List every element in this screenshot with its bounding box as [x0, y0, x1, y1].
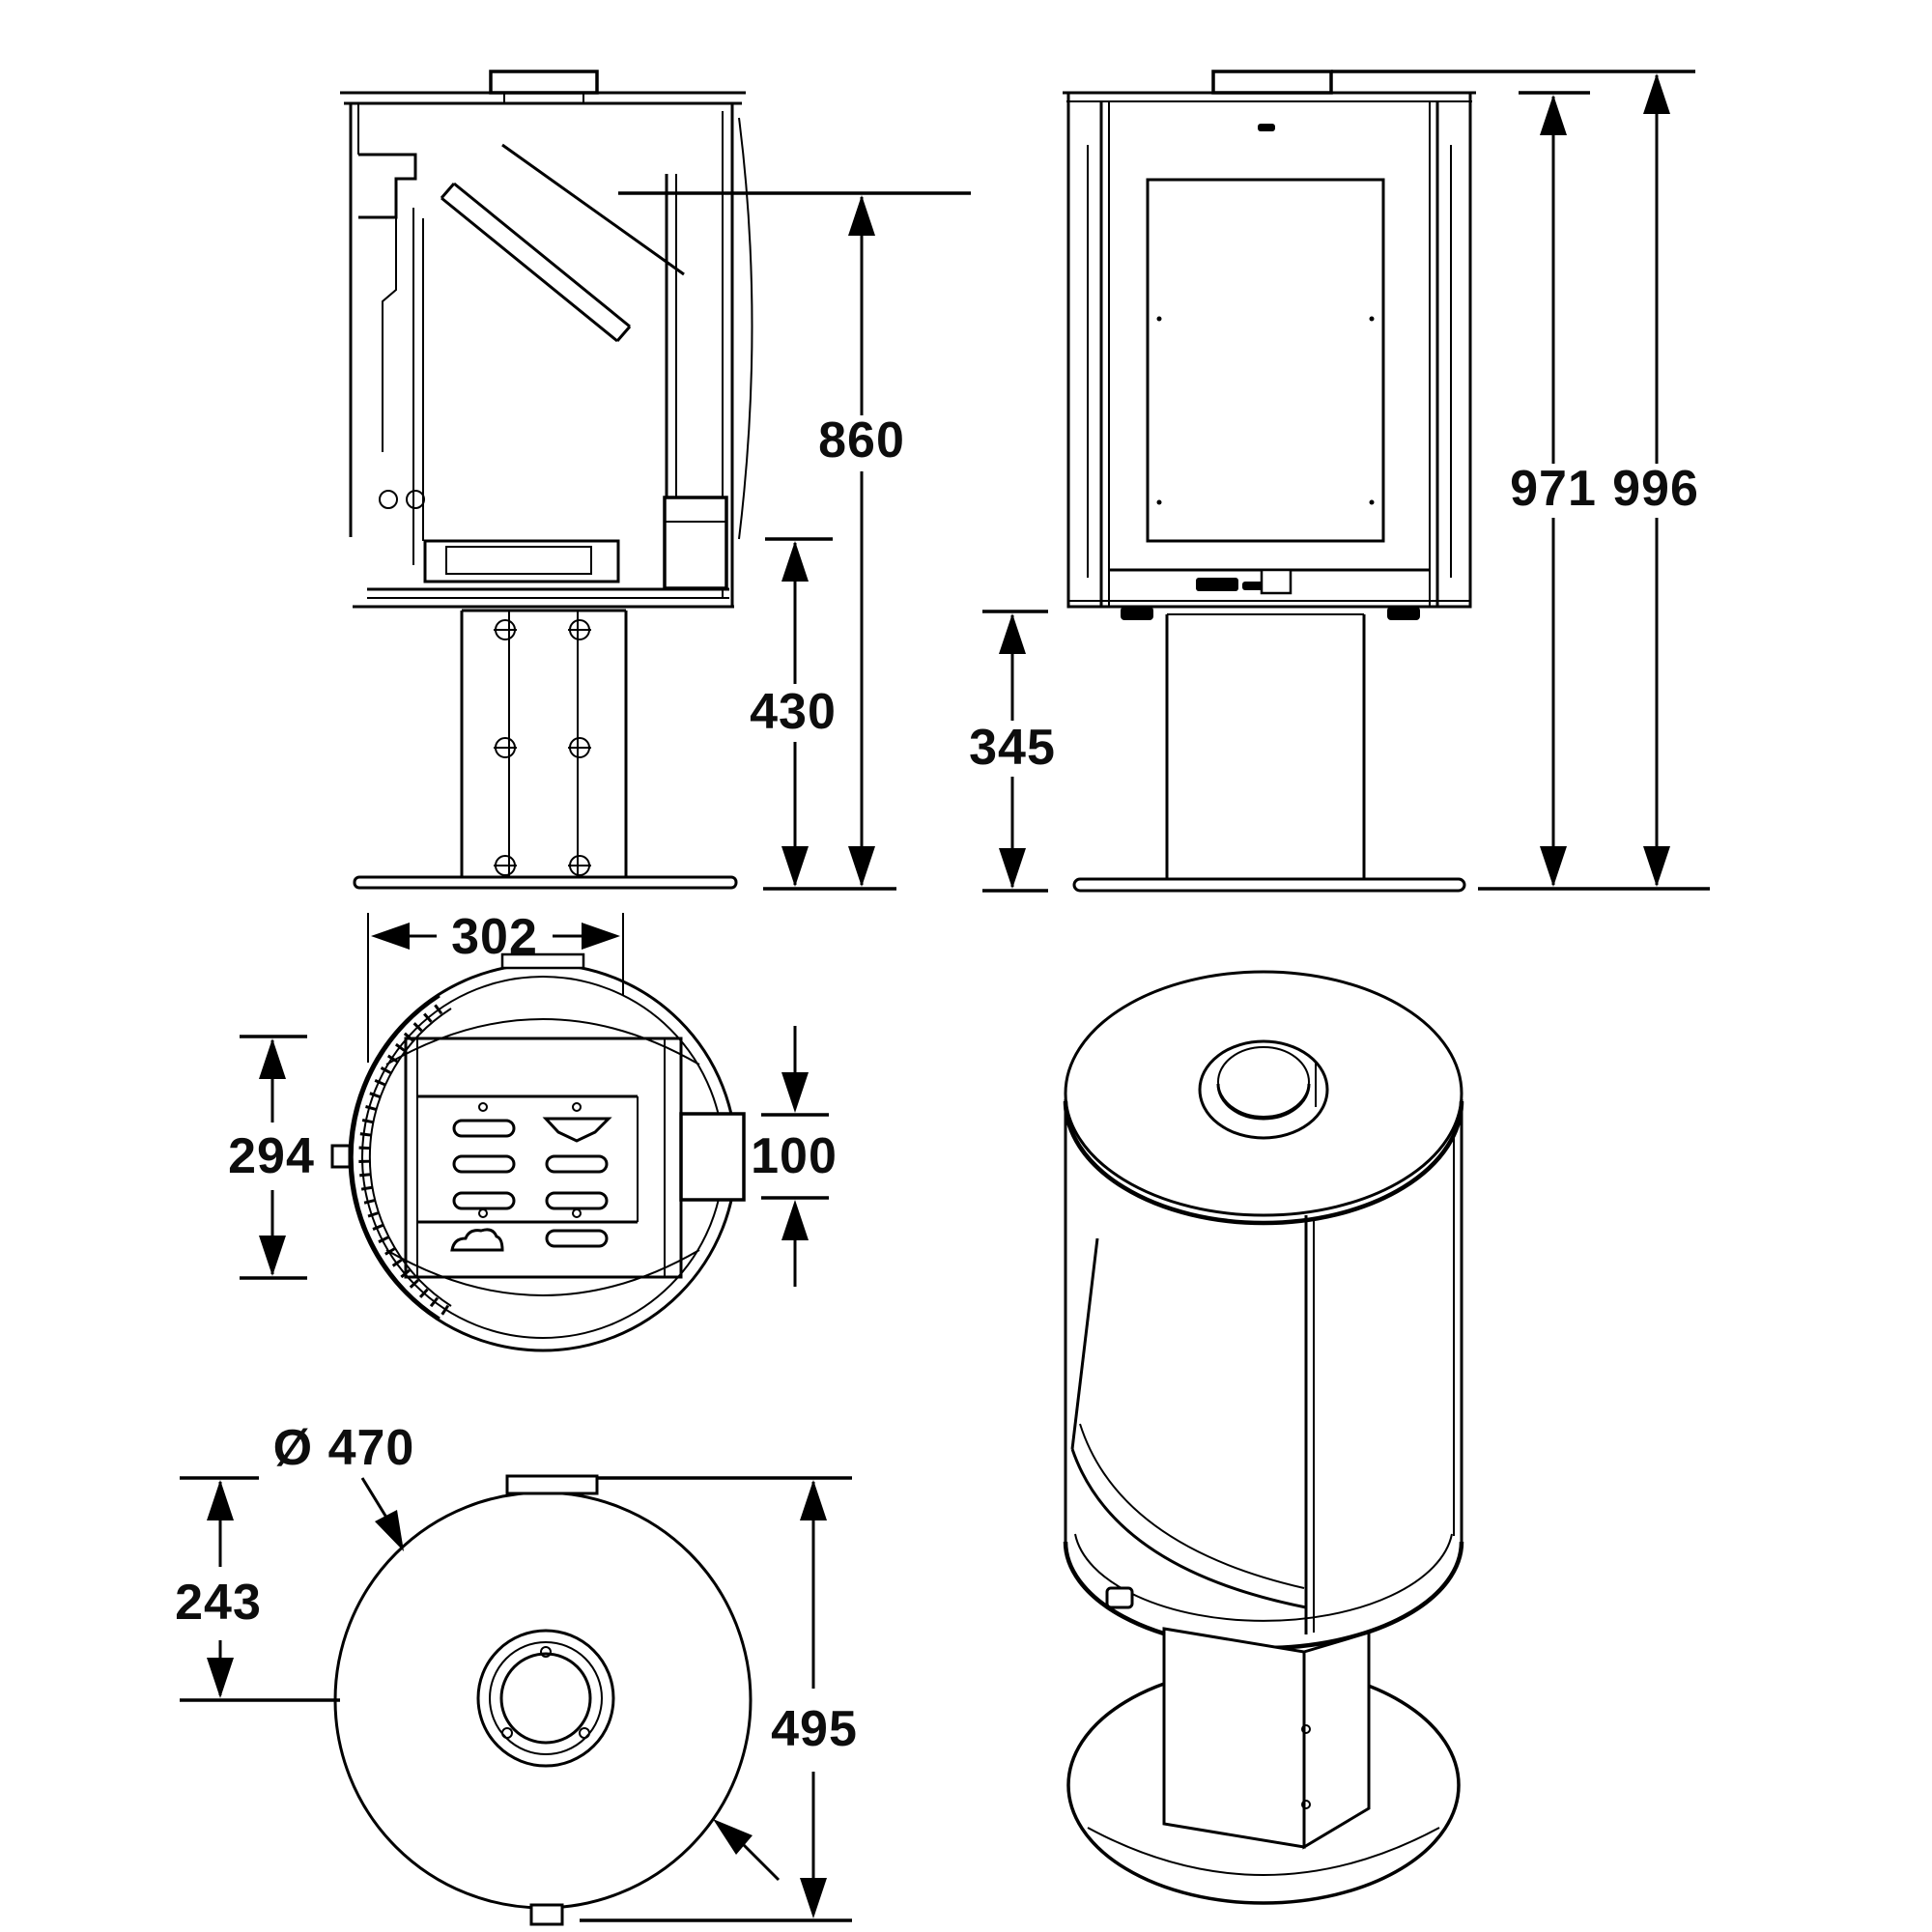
arrow-down-icon	[781, 1072, 809, 1113]
dim-label-302: 302	[451, 909, 538, 965]
dim-label-100: 100	[751, 1128, 838, 1184]
iso-pedestal	[1162, 1627, 1371, 1850]
dim-label-430: 430	[750, 684, 837, 740]
arrow-up-icon	[781, 541, 809, 582]
door-handle	[1105, 1586, 1134, 1609]
dim-430: 430	[750, 537, 837, 887]
door-latch	[330, 1144, 352, 1169]
flue-opening	[476, 1629, 615, 1768]
dim-label-243: 243	[175, 1575, 262, 1631]
arrow-down-icon	[848, 846, 875, 887]
iso-top-plate	[1064, 970, 1463, 1217]
dim-302: 302	[367, 909, 624, 1063]
base-plate-front	[1072, 877, 1466, 893]
arrow-up-icon	[1540, 95, 1567, 135]
front-tab	[529, 1903, 564, 1926]
arrow-up-icon	[259, 1038, 286, 1079]
isometric-view	[1063, 970, 1464, 1905]
dim-label-294: 294	[228, 1128, 315, 1184]
rear-tab	[505, 1474, 599, 1495]
side-section-view: 860 430	[340, 70, 971, 891]
arrow-left-icon	[371, 923, 410, 950]
stove-body-front	[1066, 91, 1472, 609]
arrow-up-icon	[207, 1480, 234, 1520]
arrow-down-icon	[207, 1658, 234, 1698]
dim-label-971: 971	[1510, 461, 1597, 517]
plan-section-view: 302 294 100	[228, 909, 838, 1352]
dim-label-diameter: Ø 470	[273, 1420, 415, 1476]
front-view: 345 971 996	[969, 70, 1710, 893]
iso-flue-recess	[1198, 1039, 1329, 1140]
flue-collar-front	[1211, 70, 1333, 95]
arrow-diagonal-icon	[375, 1510, 404, 1551]
dim-diameter: Ø 470	[273, 1420, 415, 1551]
arrow-up-icon	[781, 1200, 809, 1240]
arrow-down-icon	[1643, 846, 1670, 887]
flue-collar	[489, 70, 599, 95]
dim-label-996: 996	[1612, 461, 1699, 517]
arrow-up-icon	[999, 613, 1026, 654]
flue-connector-box	[679, 1112, 746, 1202]
dim-860: 860	[618, 191, 971, 887]
dim-label-345: 345	[969, 720, 1056, 776]
base-circle	[333, 1491, 753, 1910]
dim-495: 495	[580, 1476, 858, 1922]
pedestal-side	[353, 609, 738, 890]
door-glass	[1146, 178, 1385, 543]
dim-345: 345	[969, 610, 1056, 893]
rear-flue-outlet	[663, 496, 728, 590]
arrow-diagonal-icon	[713, 1819, 753, 1855]
arrow-down-icon	[781, 846, 809, 887]
arrow-down-icon	[999, 848, 1026, 889]
dim-294: 294	[228, 1035, 315, 1280]
iso-door	[1070, 1215, 1315, 1634]
arrow-down-icon	[259, 1236, 286, 1276]
arrow-right-icon	[582, 923, 620, 950]
arrow-up-icon	[800, 1480, 827, 1520]
base-plate-side	[353, 875, 738, 890]
pedestal-screws	[494, 619, 591, 876]
dim-971: 971	[1510, 91, 1597, 887]
pedestal-front	[1072, 613, 1466, 893]
arrow-down-icon	[1540, 846, 1567, 887]
dim-label-495: 495	[771, 1701, 858, 1757]
dim-996: 996	[1331, 70, 1699, 887]
dim-label-860: 860	[818, 412, 905, 469]
arrow-up-icon	[1643, 73, 1670, 114]
arrow-up-icon	[848, 195, 875, 236]
edge-pointer	[713, 1819, 781, 1882]
firebox-outline	[404, 1037, 683, 1279]
base-plan-view: Ø 470 243 495	[175, 1420, 858, 1926]
arrow-down-icon	[800, 1878, 827, 1918]
dim-243: 243	[175, 1476, 340, 1702]
dim-100: 100	[751, 1026, 838, 1287]
baffle-slots	[450, 1102, 612, 1252]
